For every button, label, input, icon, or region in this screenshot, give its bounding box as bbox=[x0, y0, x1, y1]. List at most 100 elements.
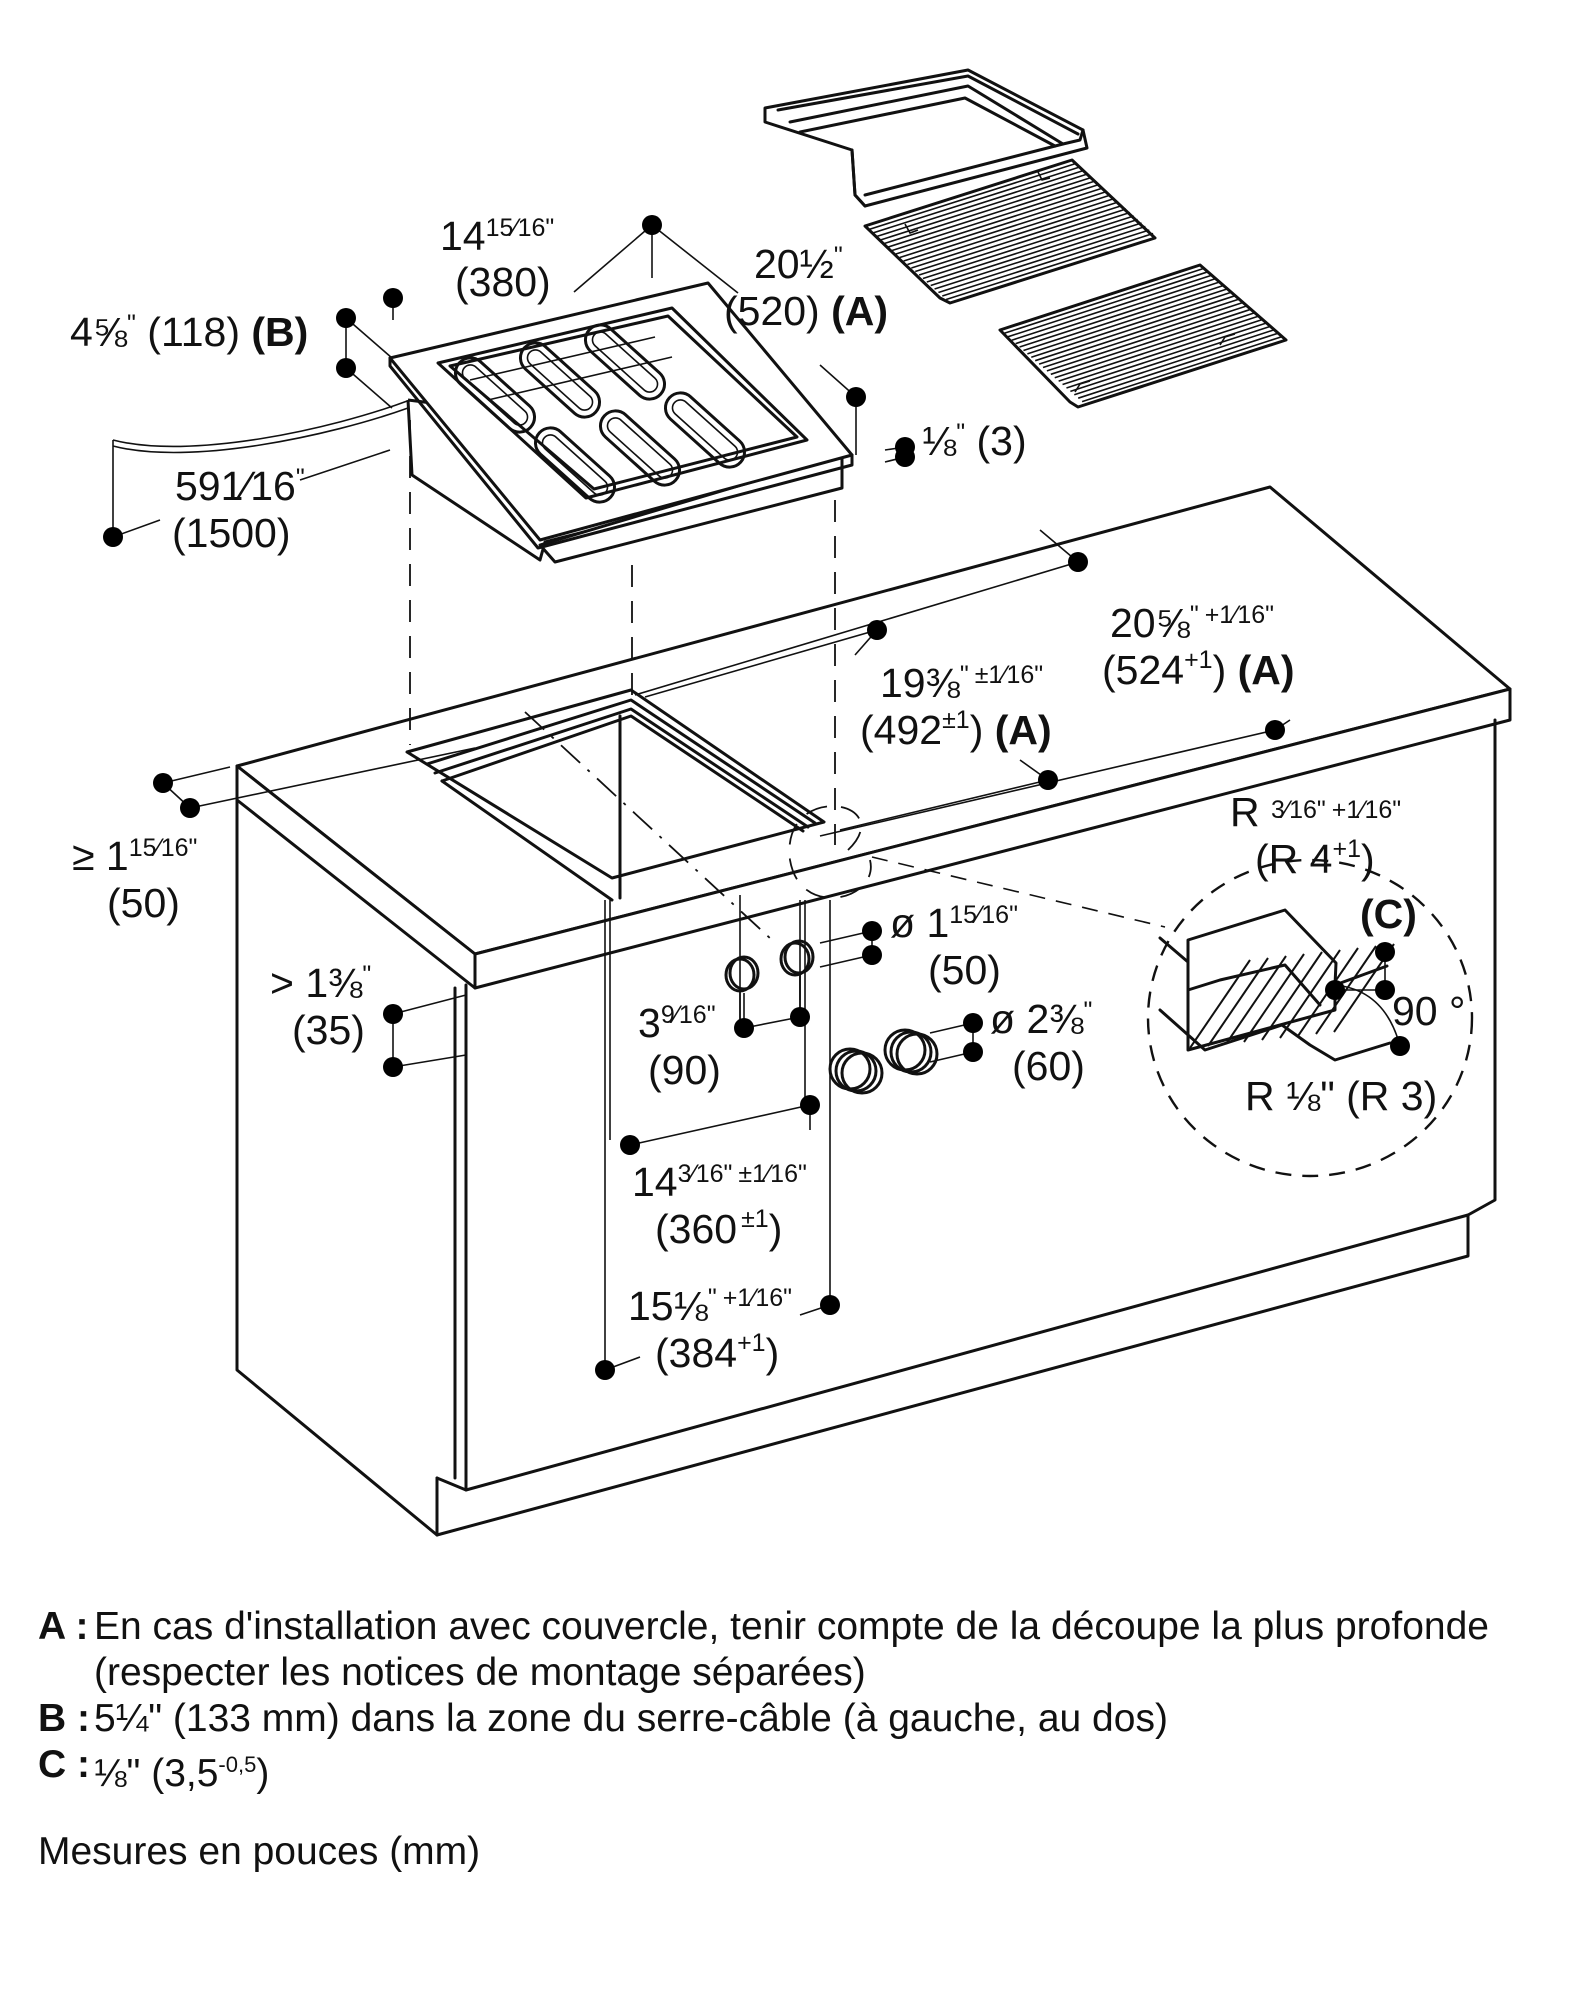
note-text: En cas d'installation avec couvercle, te… bbox=[94, 1605, 1489, 1694]
grate-rib bbox=[1007, 271, 1209, 338]
grate-rib bbox=[887, 180, 1096, 248]
dim-cable-mm: (1500) bbox=[172, 510, 291, 556]
dimension-dot bbox=[862, 945, 882, 965]
leader-line bbox=[392, 994, 467, 1015]
dimension-dot bbox=[383, 288, 403, 308]
grate-rib bbox=[899, 190, 1108, 259]
grate-rib bbox=[1062, 318, 1263, 386]
dim-depth-mm: (520) (A) bbox=[724, 288, 888, 334]
dimension-dot bbox=[1265, 720, 1285, 740]
leader-line bbox=[651, 224, 739, 294]
grate-rib bbox=[911, 201, 1119, 269]
dim-hole-small-mm: (50) bbox=[928, 947, 1001, 993]
countertop bbox=[235, 485, 1512, 990]
note-b: B : 5¼" (133 mm) dans la zone du serre-c… bbox=[38, 1696, 1538, 1742]
dimension-dot bbox=[1375, 980, 1395, 1000]
grate-rib bbox=[930, 218, 1138, 287]
grate-rib bbox=[1023, 284, 1224, 352]
grate-rib bbox=[868, 162, 1077, 231]
dimension-dot bbox=[963, 1042, 983, 1062]
dim-cable-inch: 591⁄16" bbox=[175, 463, 305, 509]
grate-rib bbox=[1038, 298, 1240, 365]
leader-line bbox=[345, 367, 393, 409]
leader-line bbox=[644, 629, 878, 698]
dimension-dot bbox=[790, 1007, 810, 1027]
grill-module bbox=[112, 281, 854, 564]
dimension-dot bbox=[895, 447, 915, 467]
dimension-dot bbox=[103, 527, 123, 547]
dim-cutout-width-inch: 143⁄16"±1⁄16" bbox=[632, 1159, 807, 1205]
grate-rib bbox=[918, 208, 1127, 276]
dimension-dot bbox=[1390, 1036, 1410, 1056]
grate-rib bbox=[945, 232, 1154, 301]
dim-cabinet-clearance-inch: > 1⅜" bbox=[270, 960, 371, 1006]
leader-line bbox=[162, 766, 231, 784]
grate-rib bbox=[914, 204, 1123, 273]
dimension-dot bbox=[1375, 942, 1395, 962]
dimension-dot bbox=[963, 1013, 983, 1033]
note-text: 5¼" (133 mm) dans la zone du serre-câble… bbox=[94, 1697, 1168, 1740]
dimension-dot bbox=[867, 620, 887, 640]
cable-hole-large bbox=[828, 1028, 939, 1095]
grate-rib bbox=[942, 229, 1150, 297]
grate-rib bbox=[1050, 308, 1252, 376]
heater-loop bbox=[453, 356, 537, 434]
leader-line bbox=[189, 747, 476, 809]
grate-rib bbox=[876, 169, 1084, 238]
dim-flange: ⅛" (3) bbox=[922, 418, 1027, 464]
grate-rib bbox=[1074, 329, 1275, 396]
dim-cutout-depth-inch: 19⅜"±1⁄16" bbox=[880, 660, 1043, 706]
dim-width-inch: 1415⁄16" bbox=[440, 213, 554, 259]
units-note: Mesures en pouces (mm) bbox=[38, 1830, 481, 1873]
dimension-dot bbox=[336, 308, 356, 328]
dimension-dot bbox=[383, 1004, 403, 1024]
grate-rib bbox=[1027, 288, 1228, 355]
cabinet bbox=[235, 718, 1497, 1537]
detail-c bbox=[871, 856, 1474, 1178]
dim-hole-spacing-inch: 39⁄16" bbox=[638, 1000, 716, 1046]
dimension-leaders bbox=[103, 215, 1410, 1380]
detail-radius-top-mm: (R 4+1) bbox=[1255, 835, 1375, 882]
dimension-dot bbox=[862, 921, 882, 941]
leader-line bbox=[629, 1104, 811, 1146]
grate-rib bbox=[1054, 311, 1255, 379]
grate-rib bbox=[1019, 281, 1220, 348]
leader-line bbox=[299, 449, 391, 481]
grill-pan bbox=[763, 68, 1089, 208]
note-text: ⅛" (3,5-0,5) bbox=[94, 1752, 270, 1795]
dim-hole-large-inch: ø 2⅜" bbox=[990, 996, 1092, 1042]
countertop-cutout bbox=[405, 688, 826, 902]
grill-grate-1 bbox=[863, 158, 1157, 305]
dim-width-mm: (380) bbox=[455, 259, 551, 305]
heater-loop bbox=[533, 426, 617, 504]
detail-radius-top: R 3⁄16"+1⁄16" bbox=[1230, 789, 1401, 835]
hatch-line bbox=[1243, 953, 1305, 1043]
note-c: C : ⅛" (3,5-0,5) bbox=[38, 1742, 1538, 1797]
hatch-line bbox=[1261, 951, 1323, 1041]
dim-hole-large-mm: (60) bbox=[1012, 1043, 1085, 1089]
dim-hole-spacing-mm: (90) bbox=[648, 1047, 721, 1093]
hatch-line bbox=[1225, 955, 1287, 1045]
grate-rib bbox=[1046, 305, 1248, 372]
note-key: A : bbox=[38, 1605, 89, 1648]
grate-rib bbox=[891, 183, 1100, 252]
leader-line bbox=[573, 224, 653, 293]
grate-rib bbox=[880, 173, 1088, 241]
dimension-dot bbox=[595, 1360, 615, 1380]
leader-line bbox=[839, 779, 1049, 831]
dimension-dot bbox=[1038, 770, 1058, 790]
dim-cutout-depth-max-inch: 20⅝"+1⁄16" bbox=[1110, 600, 1274, 646]
dimension-dot bbox=[642, 215, 662, 235]
grate-rib bbox=[1070, 325, 1271, 393]
leader-line bbox=[634, 561, 1079, 696]
grate-rib bbox=[1015, 277, 1216, 345]
dim-front-clearance-mm: (50) bbox=[107, 880, 180, 926]
grate-rib bbox=[1077, 332, 1279, 399]
dim-cutout-depth-max-mm: (524+1) (A) bbox=[1102, 646, 1295, 693]
note-a: A : En cas d'installation avec couvercle… bbox=[38, 1604, 1538, 1696]
dim-cutout-width-max-mm: (384+1) bbox=[655, 1329, 779, 1376]
grate-rib bbox=[1034, 294, 1236, 362]
dimension-dot bbox=[734, 1018, 754, 1038]
grill-grate-2 bbox=[998, 263, 1288, 409]
